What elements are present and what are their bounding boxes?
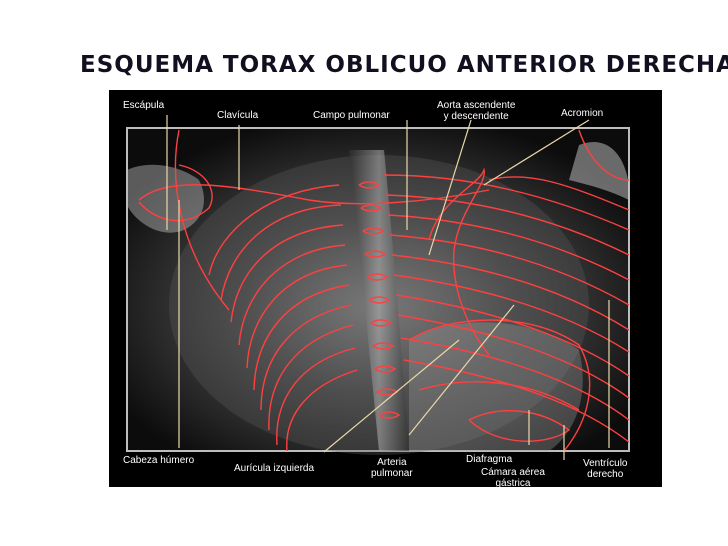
label-aorta-line2: y descendente bbox=[443, 111, 509, 122]
acromion-outline bbox=[578, 129, 630, 181]
label-camara-aerea: Cámara aérea gástrica bbox=[481, 467, 545, 487]
heart-outline bbox=[408, 319, 591, 452]
label-aorta-line1: Aorta ascendente bbox=[437, 100, 516, 111]
label-clavicula: Clavícula bbox=[217, 110, 259, 121]
shoulder-outline bbox=[488, 176, 630, 211]
label-arteria-line1: Arteria bbox=[377, 457, 407, 468]
spine-shadow bbox=[349, 150, 409, 451]
aorta-outline bbox=[428, 167, 490, 356]
slide-title: Esquema torax oblicuo anterior derecha bbox=[80, 52, 728, 78]
scapula-outline bbox=[174, 129, 230, 311]
diaphragm-outline bbox=[418, 381, 580, 411]
label-arteria-pulmonar: Arteria pulmonar bbox=[371, 457, 413, 479]
gastric-bubble-outline bbox=[468, 410, 571, 442]
heart-shadow bbox=[409, 322, 583, 451]
label-diafragma: Diafragma bbox=[466, 454, 513, 465]
label-ventriculo-derecho: Ventrículo derecho bbox=[583, 458, 627, 480]
label-escapula: Escápula bbox=[123, 100, 165, 111]
label-cabeza-humero: Cabeza húmero bbox=[123, 455, 195, 466]
label-ventriculo-line2: derecho bbox=[587, 469, 624, 480]
label-ventriculo-line1: Ventrículo bbox=[583, 458, 628, 469]
leader-lines bbox=[166, 115, 610, 460]
label-arteria-line2: pulmonar bbox=[371, 468, 413, 479]
label-campo-pulmonar: Campo pulmonar bbox=[313, 110, 390, 121]
label-acromion: Acromion bbox=[561, 108, 604, 119]
clavicle-outline bbox=[138, 184, 490, 205]
label-camara-line2: gástrica bbox=[495, 478, 531, 487]
xray-figure: Escápula Clavícula Campo pulmonar Aorta … bbox=[109, 90, 662, 487]
label-camara-line1: Cámara aérea bbox=[481, 467, 545, 478]
humeral-head-outline bbox=[138, 164, 213, 222]
label-auricula-izquierda: Aurícula izquierda bbox=[234, 463, 315, 474]
anatomy-outlines bbox=[138, 129, 630, 452]
humeral-head-shadow bbox=[127, 164, 204, 233]
xray-diagram bbox=[126, 115, 630, 460]
shoulder-right bbox=[569, 141, 629, 200]
label-aorta: Aorta ascendente y descendente bbox=[437, 100, 515, 122]
